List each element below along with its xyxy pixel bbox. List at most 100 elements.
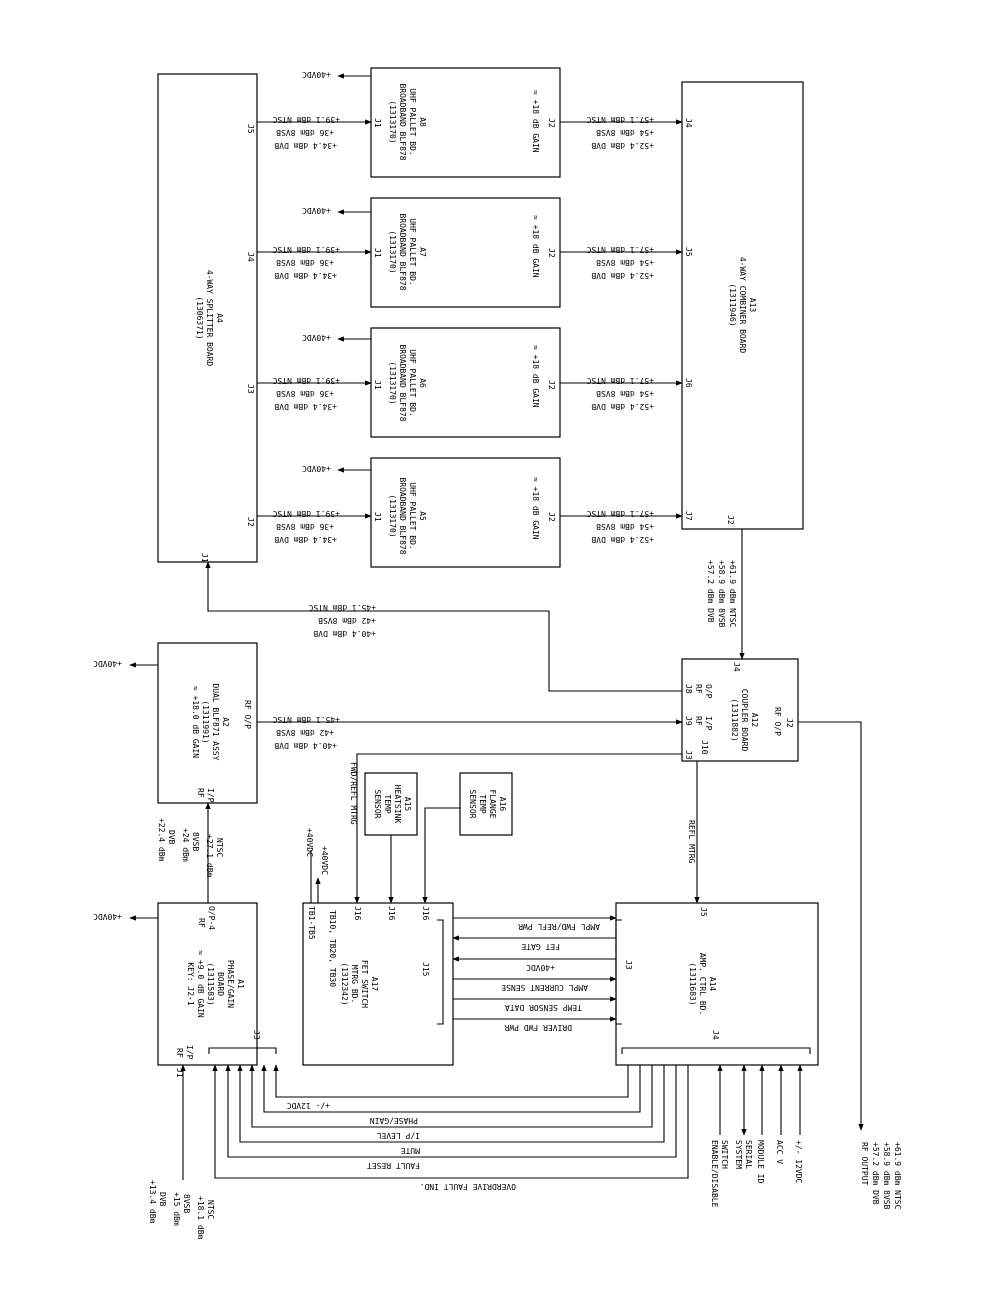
vsb-in: +36 dBm 8VSB bbox=[276, 128, 334, 137]
combiner-part: (1311946) bbox=[728, 283, 737, 326]
pallet-ref: A6 bbox=[418, 378, 427, 388]
a1-in-dvb-b: DVB bbox=[158, 1192, 167, 1207]
combiner-ref: A13 bbox=[748, 298, 757, 313]
pallet-title: UHF PALLET BD. bbox=[408, 218, 417, 285]
splitter-part: (1306371) bbox=[195, 296, 204, 339]
pallet-gain: ≈ +18 dB GAIN bbox=[531, 477, 540, 540]
a12-j9: J9 bbox=[684, 716, 693, 726]
a17-j16-a: J16 bbox=[353, 906, 362, 921]
vdc-label: +40VDC bbox=[302, 333, 331, 342]
bus-temp-sensor: TEMP SENSOR DATA bbox=[505, 1003, 582, 1012]
pallet-gain: ≈ +18 dB GAIN bbox=[531, 215, 540, 278]
a1-out-ntsc-a: +27.1 dBm bbox=[205, 834, 214, 878]
splitter-j3: J3 bbox=[246, 384, 255, 394]
combiner-j2: J2 bbox=[726, 515, 735, 525]
refl-mtrg-label: REFL MTRG bbox=[687, 820, 696, 864]
pallet-gain: ≈ +18 dB GAIN bbox=[531, 345, 540, 408]
ext-serial-b: SERIAL bbox=[744, 1140, 753, 1169]
a14-part: (1311683) bbox=[688, 962, 697, 1005]
a2-rf-op: RF O/P bbox=[243, 700, 252, 729]
pallet-j1: J1 bbox=[373, 248, 382, 258]
a1-j1: J1 bbox=[175, 1068, 184, 1078]
combiner-j6: J6 bbox=[684, 378, 693, 388]
a16-line4: SENSOR bbox=[468, 790, 477, 819]
a2-ref: A2 bbox=[221, 717, 230, 727]
a1-key: KEY: J2-1 bbox=[186, 962, 195, 1006]
a1-phase-gain-board: A1 PHASE/GAIN BOARD (1311583) ≈ +9.0 dB … bbox=[157, 902, 277, 1078]
dvb-out: +52.4 dBm DVB bbox=[591, 535, 654, 544]
a1-in-vsb-a: +15 dBm bbox=[172, 1192, 181, 1226]
a1-in-ntsc-a: +18.1 dBm bbox=[196, 1196, 205, 1240]
a17-tb-b: TB1-TB5 bbox=[307, 906, 316, 940]
rf-output-dvb: +57.2 dBm DVB bbox=[871, 1142, 880, 1205]
a15-line4: SENSOR bbox=[373, 790, 382, 819]
a16-line2: FLANGE bbox=[488, 790, 497, 819]
ctrl-mute: MUTE bbox=[401, 1146, 420, 1155]
a12-j10: J10 bbox=[700, 740, 709, 755]
vsb-out: +54 dBm 8VSB bbox=[596, 522, 654, 531]
vsb-out: +54 dBm 8VSB bbox=[596, 389, 654, 398]
pallet-j1: J1 bbox=[373, 512, 382, 522]
combiner-vsb: +58.9 dBm 8VSB bbox=[717, 560, 726, 628]
ntsc-out: +57.1 dBm NTSC bbox=[586, 115, 654, 124]
a2-ntsc-loop: +45.1 dBm NTSC bbox=[308, 603, 376, 612]
a14-ref: A14 bbox=[708, 977, 717, 992]
a12-j4: J4 bbox=[732, 662, 741, 672]
a2-part: (1311991) bbox=[201, 700, 210, 743]
a12-j9-ip: I/P bbox=[704, 716, 713, 731]
pallet-title: UHF PALLET BD. bbox=[408, 349, 417, 416]
pallet-j1: J1 bbox=[373, 118, 382, 128]
a2-vdc: +40VDC bbox=[93, 659, 122, 668]
dvb-out: +52.4 dBm DVB bbox=[591, 402, 654, 411]
combiner-board: A13 4-WAY COMBINER BOARD (1311946) J4 J5… bbox=[681, 81, 804, 530]
ntsc-in: +39.1 dBm NTSC bbox=[272, 115, 340, 124]
ntsc-in: +39.1 dBm NTSC bbox=[272, 245, 340, 254]
pallet-ref: A7 bbox=[418, 247, 427, 257]
dvb-out: +52.4 dBm DVB bbox=[591, 141, 654, 150]
a1-in-ntsc-b: NTSC bbox=[206, 1200, 215, 1219]
a15-line3: TEMP bbox=[383, 794, 392, 813]
a16-ref: A16 bbox=[498, 797, 507, 812]
splitter-ref: A4 bbox=[215, 313, 224, 323]
splitter-board: A4 4-WAY SPLITTER BOARD (1306371) J5 J4 … bbox=[157, 73, 258, 563]
a17-tb-a: TB10, TB20, TB30 bbox=[328, 910, 337, 987]
bus-ampl-current: AMPL CURRENT SENSE bbox=[501, 983, 588, 992]
vsb-out: +54 dBm 8VSB bbox=[596, 258, 654, 267]
pallet-part: (1313170) bbox=[388, 494, 397, 537]
pallet-part: (1313170) bbox=[388, 230, 397, 273]
pallet-gain: ≈ +18 dB GAIN bbox=[531, 90, 540, 153]
vsb-in: +36 dBm 8VSB bbox=[276, 258, 334, 267]
ntsc-out: +57.1 dBm NTSC bbox=[586, 509, 654, 518]
pallet-j2: J2 bbox=[547, 512, 556, 522]
a1-ref: A1 bbox=[236, 979, 245, 989]
bus-ampl-fwd-refl: AMPL FWD/REFL PWR bbox=[518, 922, 600, 931]
a1-out-vsb-a: +24 dBm bbox=[181, 828, 190, 862]
a1-rf-op-a: RF bbox=[197, 918, 206, 928]
pallet-title: UHF PALLET BD. bbox=[408, 482, 417, 549]
ntsc-out: +57.1 dBm NTSC bbox=[586, 245, 654, 254]
pallet-ref: A8 bbox=[418, 117, 427, 127]
bus-vdc: +40VDC bbox=[526, 963, 555, 972]
a15-ref: A15 bbox=[403, 797, 412, 812]
a1-line3: BOARD bbox=[216, 972, 225, 996]
ext-enable-b: SWITCH bbox=[720, 1140, 729, 1169]
a1-rf-ip-a: RF bbox=[175, 1048, 184, 1058]
pallet-title: UHF PALLET BD. bbox=[408, 88, 417, 155]
vdc-label: +40VDC bbox=[302, 464, 331, 473]
a12-rf-op: RF O/P bbox=[773, 707, 782, 736]
a2-ntsc: +45.1 dBm NTSC bbox=[272, 715, 340, 724]
dvb-in: +34.4 dBm DVB bbox=[274, 535, 337, 544]
splitter-j5: J5 bbox=[246, 124, 255, 134]
a17-fet-switch-board: A17 FET SWITCH MTRG BD. (1312342) TB10, … bbox=[302, 902, 454, 1066]
a15-line2: HEATSINK bbox=[393, 785, 402, 824]
a1-out-dvb-b: DVB bbox=[167, 830, 176, 845]
vdc-label: +40VDC bbox=[302, 70, 331, 79]
a2-title: DUAL BLF871 ASSY bbox=[211, 683, 220, 760]
a14-j5: J5 bbox=[699, 907, 708, 917]
a14-title: AMP. CTRL BD. bbox=[698, 953, 707, 1016]
a17-j16-c: J16 bbox=[421, 906, 430, 921]
combiner-j4: J4 bbox=[684, 118, 693, 128]
a2-vsb-loop: +42 dBm 8VSB bbox=[318, 616, 376, 625]
a17-vdc-a: +40VDC bbox=[305, 828, 314, 857]
